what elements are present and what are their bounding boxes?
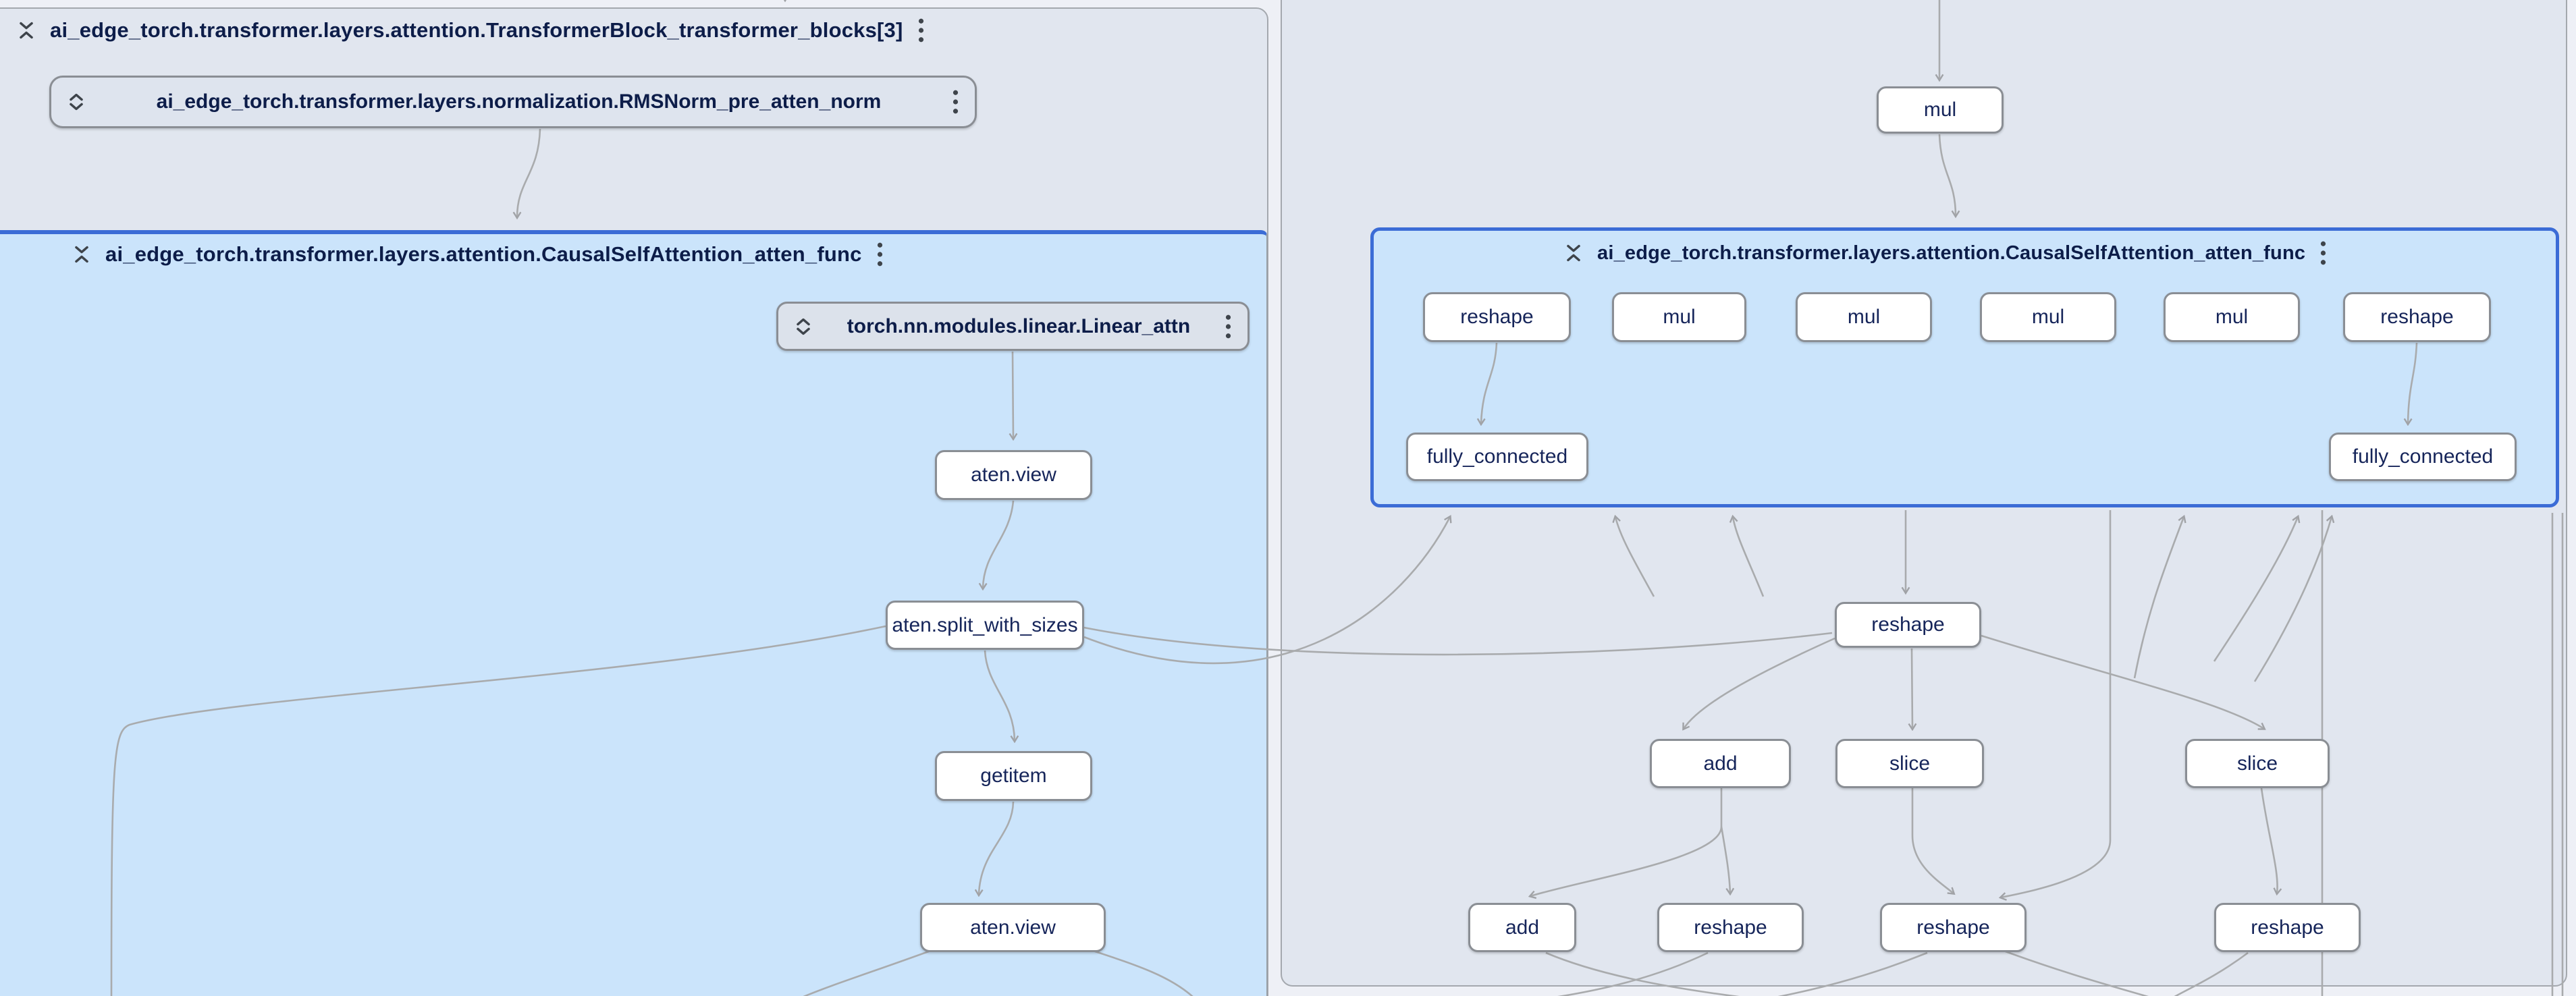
collapse-icon[interactable] — [1565, 243, 1582, 263]
op-node-reshape-b1[interactable]: reshape — [1657, 903, 1804, 952]
op-node-mul-r1d[interactable]: mul — [2164, 292, 2300, 342]
op-node-fully-connected-left[interactable]: fully_connected — [1406, 433, 1588, 481]
op-node-aten-view-2[interactable]: aten.view — [920, 903, 1106, 952]
op-label: mul — [1847, 306, 1881, 328]
op-node-add-row2[interactable]: add — [1650, 739, 1791, 788]
op-node-split-with-sizes[interactable]: aten.split_with_sizes — [886, 601, 1084, 650]
panel-title: ai_edge_torch.transformer.layers.attenti… — [105, 242, 862, 266]
layer-node-rmsnorm[interactable]: ai_edge_torch.transformer.layers.normali… — [49, 76, 977, 128]
op-label: reshape — [1460, 306, 1534, 328]
op-label: mul — [1663, 306, 1696, 328]
op-label: fully_connected — [1426, 445, 1568, 468]
op-node-reshape-b3[interactable]: reshape — [2214, 903, 2361, 952]
kebab-menu-icon[interactable] — [2320, 241, 2326, 265]
op-label: slice — [2236, 752, 2278, 775]
expand-icon[interactable] — [68, 92, 85, 112]
op-node-fully-connected-right[interactable]: fully_connected — [2329, 433, 2517, 481]
panel-title: ai_edge_torch.transformer.layers.attenti… — [50, 18, 903, 42]
op-label: mul — [2031, 306, 2065, 328]
op-label: aten.split_with_sizes — [892, 613, 1078, 636]
layer-node-label: torch.nn.modules.linear.Linear_attn — [847, 314, 1191, 337]
op-label: getitem — [980, 765, 1047, 787]
op-node-reshape-b2[interactable]: reshape — [1880, 903, 2027, 952]
op-node-slice-2[interactable]: slice — [2185, 739, 2330, 788]
kebab-menu-icon[interactable] — [952, 90, 959, 114]
op-label: aten.view — [971, 464, 1056, 486]
expand-icon[interactable] — [795, 316, 812, 337]
collapse-icon[interactable] — [18, 20, 35, 40]
op-node-mul-r1b[interactable]: mul — [1796, 292, 1932, 342]
layer-node-linear-attn[interactable]: torch.nn.modules.linear.Linear_attn — [776, 302, 1250, 351]
op-label: fully_connected — [2352, 445, 2494, 468]
kebab-menu-icon[interactable] — [1225, 314, 1231, 339]
causal-attention-left-header[interactable]: ai_edge_torch.transformer.layers.attenti… — [73, 239, 883, 270]
op-node-aten-view-1[interactable]: aten.view — [935, 450, 1092, 500]
causal-attention-right-header[interactable]: ai_edge_torch.transformer.layers.attenti… — [1565, 238, 2326, 269]
op-node-reshape-r1[interactable]: reshape — [1423, 292, 1571, 342]
op-node-slice-1[interactable]: slice — [1835, 739, 1984, 788]
op-label: reshape — [2251, 916, 2324, 939]
op-label: slice — [1889, 752, 1930, 775]
op-label: add — [1505, 916, 1540, 939]
op-node-reshape-r2[interactable]: reshape — [2343, 292, 2491, 342]
op-label: reshape — [2380, 306, 2454, 328]
kebab-menu-icon[interactable] — [877, 242, 883, 267]
op-node-reshape-mid[interactable]: reshape — [1835, 602, 1981, 648]
op-node-mul-top[interactable]: mul — [1877, 86, 2004, 134]
op-label: aten.view — [970, 916, 1056, 939]
op-label: mul — [2215, 306, 2249, 328]
op-node-getitem[interactable]: getitem — [935, 751, 1092, 801]
op-node-add-row3[interactable]: add — [1468, 903, 1576, 952]
kebab-menu-icon[interactable] — [918, 18, 924, 43]
collapse-icon[interactable] — [73, 244, 90, 265]
op-label: add — [1703, 752, 1738, 775]
layer-node-label: ai_edge_torch.transformer.layers.normali… — [156, 90, 882, 113]
op-node-mul-r1a[interactable]: mul — [1612, 292, 1746, 342]
panel-title: ai_edge_torch.transformer.layers.attenti… — [1597, 242, 2306, 264]
op-label: mul — [1923, 99, 1957, 121]
transformer-block-header[interactable]: ai_edge_torch.transformer.layers.attenti… — [18, 15, 924, 46]
op-label: reshape — [1871, 613, 1945, 636]
op-node-mul-r1c[interactable]: mul — [1980, 292, 2116, 342]
op-label: reshape — [1916, 916, 1990, 939]
op-label: reshape — [1694, 916, 1767, 939]
